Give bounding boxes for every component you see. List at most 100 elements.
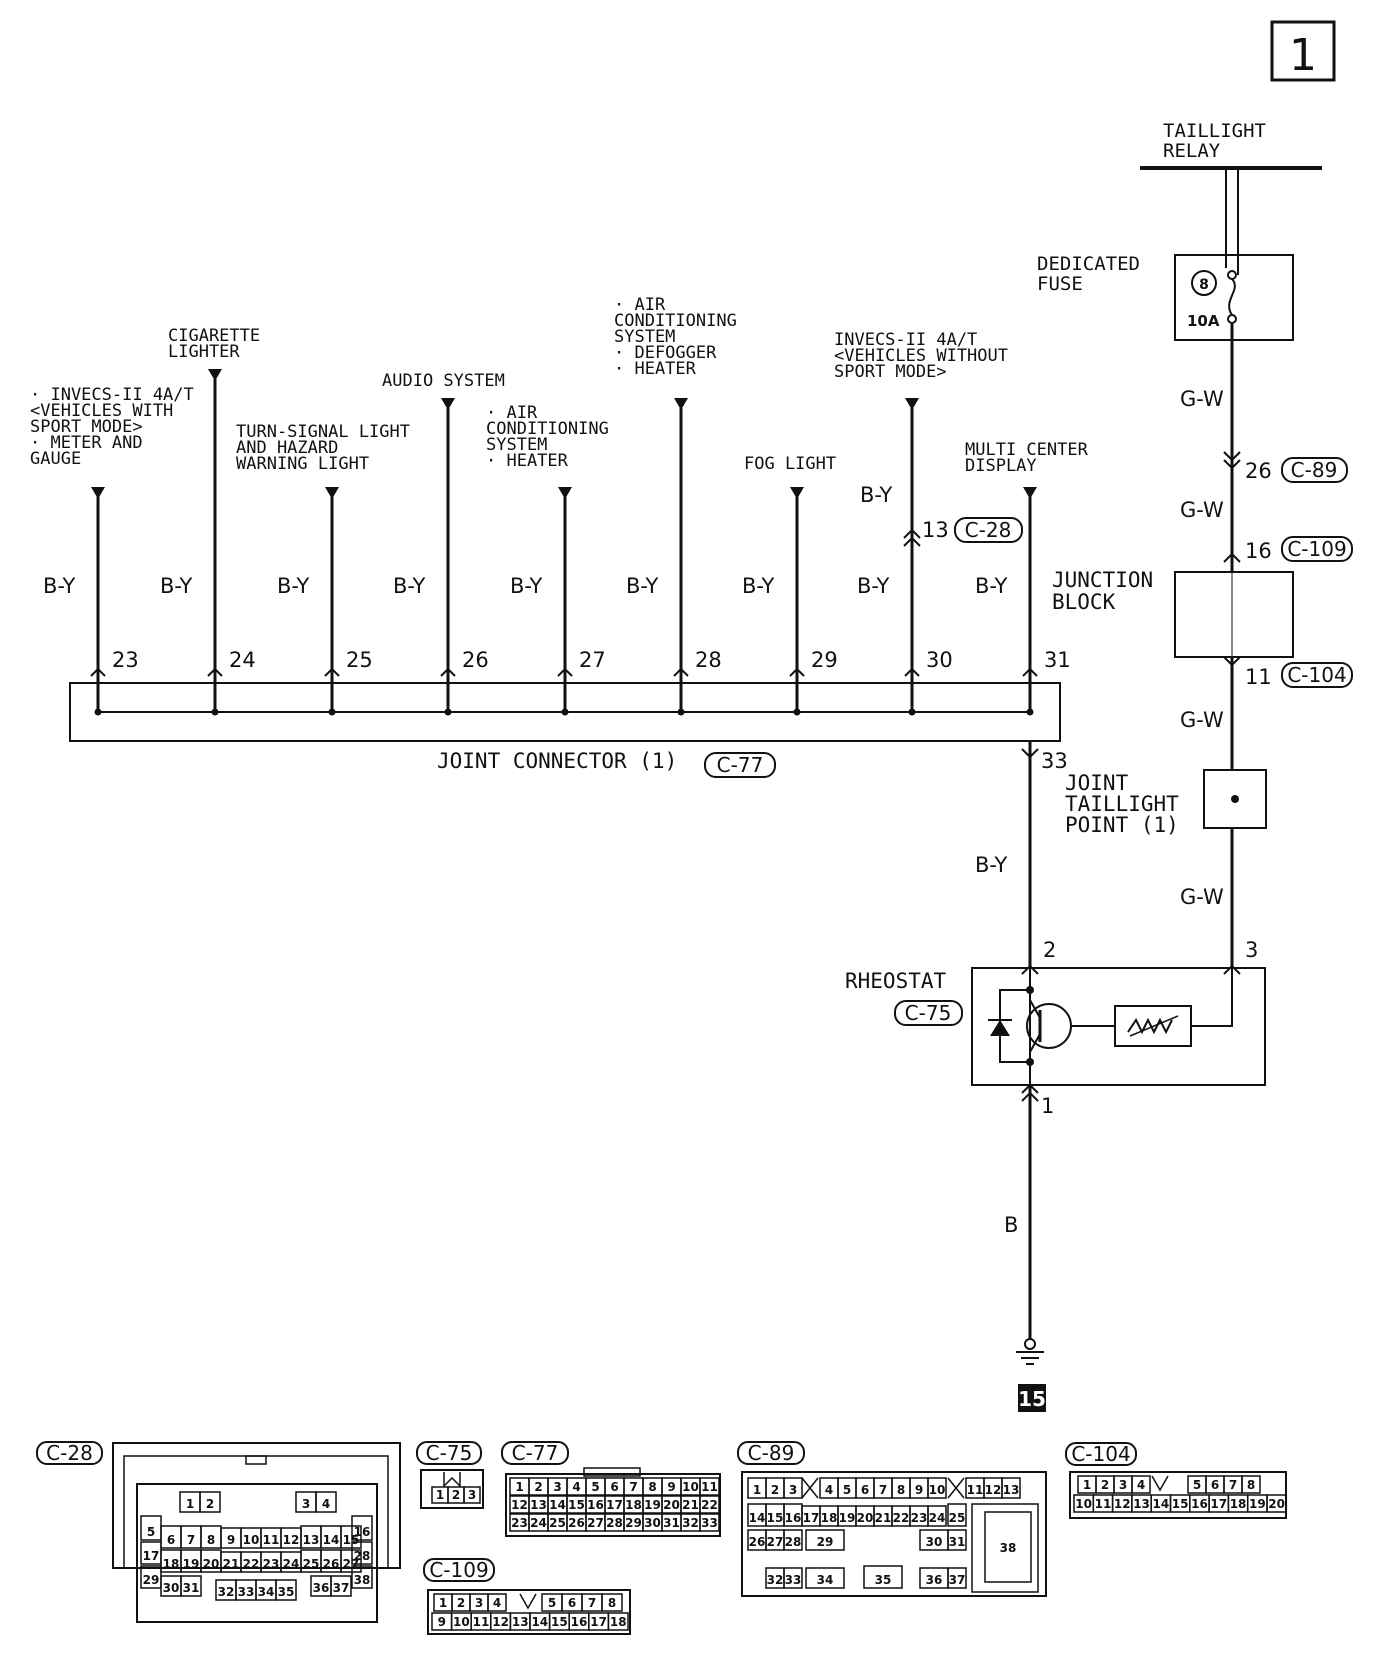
c104-cell-label-2: 2 xyxy=(1101,1478,1109,1492)
right-pin-16: 16 xyxy=(1245,539,1272,563)
c28-tag-frame xyxy=(954,517,1023,543)
joint-taillight-box xyxy=(1203,769,1267,829)
c89-cell-label-4: 4 xyxy=(825,1483,833,1497)
c104-key-icon xyxy=(1151,1475,1169,1492)
c89-cell-label-30: 30 xyxy=(926,1535,943,1549)
c109-cell-label-15: 15 xyxy=(551,1615,568,1629)
transistor-collector xyxy=(1029,999,1041,1019)
c109-body xyxy=(427,1589,631,1635)
c28-cell-16 xyxy=(351,1515,373,1541)
c89-cell-label-13: 13 xyxy=(1003,1483,1020,1497)
c89-cell-label-27: 27 xyxy=(767,1535,784,1549)
c109-cell-label-12: 12 xyxy=(492,1615,509,1629)
c89-cell-label-26: 26 xyxy=(749,1535,766,1549)
c89-cell-label-32: 32 xyxy=(767,1573,784,1587)
c104-tag-frame xyxy=(1281,662,1353,688)
c89-cell-13 xyxy=(1001,1477,1021,1499)
c104-cell-label-4: 4 xyxy=(1137,1478,1145,1492)
ground-number-box xyxy=(1018,1384,1046,1412)
c104-cell-label-1: 1 xyxy=(1083,1478,1091,1492)
load-label-31-1: MULTI CENTER xyxy=(965,440,1089,460)
c104-cell-label-19: 19 xyxy=(1249,1497,1266,1511)
c104-cell-label-8: 8 xyxy=(1247,1478,1255,1492)
diode-loop xyxy=(999,989,1030,1063)
junction-block-box xyxy=(1174,571,1294,658)
load-node-25 xyxy=(328,708,336,716)
c28-cell-2 xyxy=(199,1491,221,1513)
fuse-number: 8 xyxy=(1199,277,1209,293)
load-arrow-30 xyxy=(905,398,919,410)
c104-cell-label-13: 13 xyxy=(1133,1497,1150,1511)
load-wire-color-30: B-Y xyxy=(857,574,889,598)
c28-body xyxy=(136,1483,378,1623)
c28-cell-4 xyxy=(315,1491,337,1513)
fuse-terminal-top xyxy=(1227,270,1237,280)
c28-cell-label-36: 36 xyxy=(313,1581,330,1595)
c89-cell-label-6: 6 xyxy=(861,1483,869,1497)
rheostat-pin-1: 1 xyxy=(1041,1094,1054,1118)
c104-cell-label-15: 15 xyxy=(1172,1497,1189,1511)
c77-cell-label-15: 15 xyxy=(568,1498,585,1512)
c104-cell-label-7: 7 xyxy=(1229,1478,1237,1492)
c28-cell-label-30: 30 xyxy=(163,1581,180,1595)
c89-cell-label-14: 14 xyxy=(749,1511,766,1525)
c28-cell-label-10: 10 xyxy=(243,1533,260,1547)
c28-cell-label-13: 13 xyxy=(303,1533,320,1547)
load-pin-24: 24 xyxy=(229,648,256,672)
load-pin-29: 29 xyxy=(811,648,838,672)
load-label-28-1: · AIR xyxy=(614,295,666,315)
c28-cell-label-34: 34 xyxy=(258,1585,275,1599)
c28-cell-label-16: 16 xyxy=(354,1525,371,1539)
c28-cell-label-21: 21 xyxy=(223,1557,240,1571)
connector-mark-c89 xyxy=(1223,451,1241,470)
c28-cell-label-22: 22 xyxy=(243,1557,260,1571)
dedicated-fuse-box xyxy=(1174,254,1294,341)
c28-cell-label-26: 26 xyxy=(323,1557,340,1571)
load-wire-color-28: B-Y xyxy=(626,574,658,598)
load-branch-30: INVECS-II 4A/T<VEHICLES WITHOUT SPORT MO… xyxy=(834,330,1008,716)
right-pin-11: 11 xyxy=(1245,665,1272,689)
diode-icon xyxy=(988,1019,1012,1036)
load-label-25-3: WARNING LIGHT xyxy=(236,454,369,474)
c28-cell-label-8: 8 xyxy=(207,1533,215,1547)
right-wire-color-3: G-W xyxy=(1180,708,1224,732)
c77-tag: C-77 xyxy=(717,753,764,777)
right-wire-color-4: G-W xyxy=(1180,885,1224,909)
joint-taillight-dot xyxy=(1231,795,1239,803)
c104-cell-label-18: 18 xyxy=(1230,1497,1247,1511)
c104-cell-label-3: 3 xyxy=(1119,1478,1127,1492)
load-label-30-2: <VEHICLES WITHOUT xyxy=(834,346,1008,366)
c-109-label-frame xyxy=(423,1558,495,1582)
c-28-label: C-28 xyxy=(46,1441,93,1465)
fuse-rating: 10A xyxy=(1187,312,1220,330)
c89-cell-label-34: 34 xyxy=(817,1573,834,1587)
c77-cell-label-27: 27 xyxy=(587,1516,604,1530)
load-branch-28: · AIR CONDITIONING SYSTEM· DEFOGGER· HEA… xyxy=(614,295,737,716)
c104-cell-label-14: 14 xyxy=(1152,1497,1169,1511)
load-wire-color-31: B-Y xyxy=(975,574,1007,598)
c77-cell-label-19: 19 xyxy=(644,1498,661,1512)
c104-cell-label-5: 5 xyxy=(1193,1478,1201,1492)
c109-cell-8 xyxy=(601,1593,623,1612)
load-connector-mark-29 xyxy=(789,667,805,677)
c28-cell-label-1: 1 xyxy=(186,1497,194,1511)
load-label-25-1: TURN-SIGNAL LIGHT xyxy=(236,422,410,442)
c28-cell-label-12: 12 xyxy=(283,1533,300,1547)
c77-cell-label-30: 30 xyxy=(644,1516,661,1530)
load-wire-color-25: B-Y xyxy=(277,574,309,598)
load-node-24 xyxy=(211,708,219,716)
jc-output-pin: 33 xyxy=(1041,749,1068,773)
c89-cell-label-35: 35 xyxy=(875,1573,892,1587)
c109-cell-label-13: 13 xyxy=(512,1615,529,1629)
c89-cell-35 xyxy=(863,1565,903,1589)
load-label-28-3: SYSTEM xyxy=(614,327,675,347)
c89-cell-label-22: 22 xyxy=(893,1511,910,1525)
c89-cell-label-15: 15 xyxy=(767,1511,784,1525)
branch-30-extra-wire: B-Y xyxy=(860,483,892,507)
load-pin-25: 25 xyxy=(346,648,373,672)
